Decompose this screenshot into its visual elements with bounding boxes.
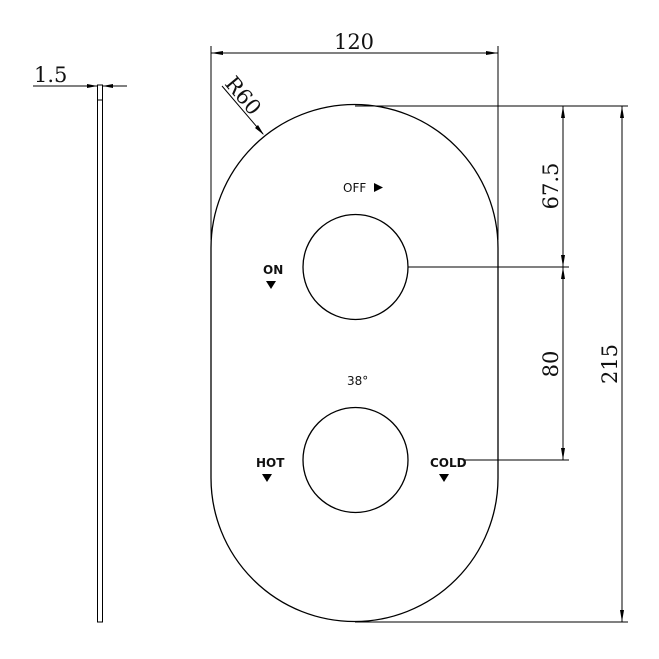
dim-80-arrow-bottom-icon bbox=[561, 448, 565, 460]
temperature-label: 38° bbox=[347, 374, 368, 388]
dim-215-arrow-bottom-icon bbox=[620, 610, 624, 622]
width-arrow-right-icon bbox=[486, 51, 498, 55]
side-profile: 1.5 bbox=[33, 63, 127, 623]
radius-dimension: R60 bbox=[220, 72, 266, 135]
radius-leader-line bbox=[221, 85, 264, 135]
dim-215-arrow-top-icon bbox=[620, 106, 624, 118]
vertical-dimensions: 67.5 80 215 bbox=[355, 105, 628, 623]
thickness-arrow-left-icon bbox=[87, 84, 98, 88]
width-dim-label: 120 bbox=[334, 30, 374, 54]
dim-67-5-label: 67.5 bbox=[539, 163, 563, 210]
width-arrow-left-icon bbox=[211, 51, 223, 55]
dim-215-label: 215 bbox=[598, 344, 622, 384]
on-arrow-icon bbox=[266, 281, 276, 289]
on-label: ON bbox=[263, 263, 283, 277]
thickness-arrow-right-icon bbox=[102, 84, 113, 88]
radius-arrow-icon bbox=[255, 125, 264, 135]
hot-label: HOT bbox=[256, 456, 285, 470]
diverter-hole bbox=[302, 213, 409, 321]
off-label: OFF bbox=[343, 181, 366, 195]
plate-side-view bbox=[97, 84, 103, 623]
cold-arrow-icon bbox=[439, 474, 449, 482]
thermostat-control: 38° HOT COLD bbox=[256, 374, 467, 514]
thermostat-hole bbox=[302, 406, 409, 514]
dim-67-5-arrow-top-icon bbox=[561, 106, 565, 118]
hot-arrow-icon bbox=[262, 474, 272, 482]
plate-outline bbox=[210, 103, 499, 623]
thickness-dim-label: 1.5 bbox=[34, 63, 67, 87]
radius-dim-label: R60 bbox=[220, 72, 266, 120]
diverter-control: OFF ON bbox=[263, 181, 409, 321]
dim-80-label: 80 bbox=[539, 351, 563, 378]
dim-67-5-arrow-bottom-icon bbox=[561, 255, 565, 267]
cold-label: COLD bbox=[430, 456, 467, 470]
off-arrow-icon bbox=[374, 183, 383, 192]
dim-80-arrow-top-icon bbox=[561, 267, 565, 279]
width-dimension: 120 bbox=[210, 30, 499, 240]
